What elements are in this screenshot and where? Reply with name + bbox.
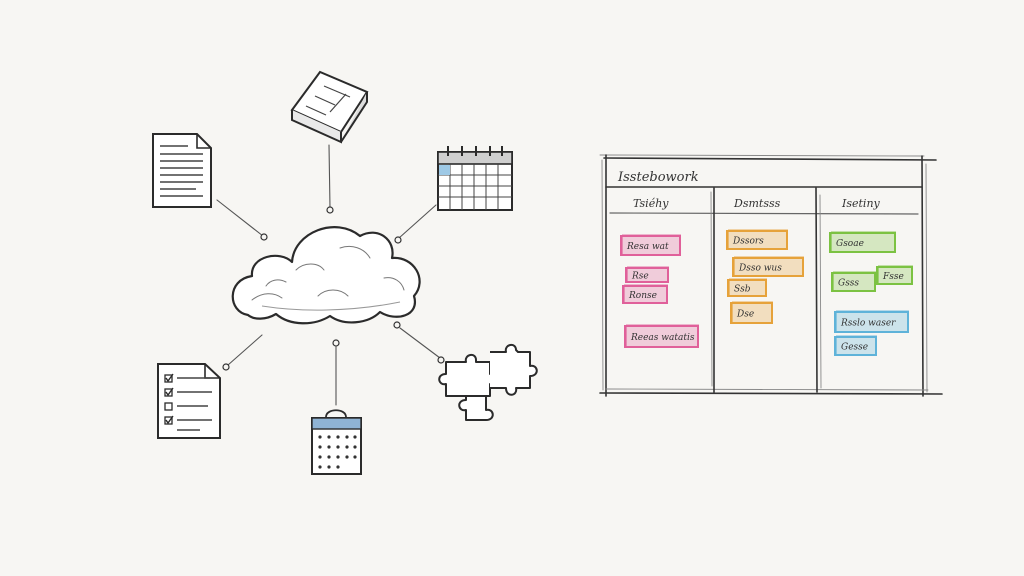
card-sketch-stroke — [627, 266, 669, 283]
connector-document — [216, 199, 268, 241]
kanban-card[interactable]: Rse — [625, 266, 669, 283]
kanban-card[interactable]: Gsss — [831, 271, 876, 292]
kanban-card[interactable]: Dse — [730, 301, 773, 324]
card-label: Gesse — [841, 343, 868, 353]
card-label: Resa wat — [626, 242, 669, 252]
card-sketch-stroke — [734, 256, 804, 277]
calendar-icon — [437, 146, 513, 211]
card-label: Rsslo waser — [840, 319, 896, 329]
card-sketch-stroke — [624, 284, 668, 304]
checklist-icon — [157, 363, 221, 439]
connector-calendar — [394, 204, 437, 244]
card-sketch-stroke — [732, 301, 773, 324]
card-label: Ssb — [734, 285, 751, 295]
hard-drive-icon — [290, 70, 369, 144]
connector-checklist — [222, 334, 263, 371]
connector-calendar-small — [332, 339, 340, 406]
card-label: Dse — [736, 310, 754, 320]
card-label: Gsoae — [836, 239, 864, 249]
kanban-card[interactable]: Ronse — [622, 284, 668, 304]
card-sketch-stroke — [836, 310, 909, 333]
kanban-card[interactable]: Dsso wus — [732, 256, 804, 277]
kanban-board: Isstebowork Tsiéhy Dsmtsss Isetiny Resa … — [599, 154, 943, 397]
card-label: Dssors — [732, 237, 764, 247]
column-header-1: Tsiéhy — [633, 197, 669, 210]
puzzle-icon — [438, 344, 538, 421]
kanban-card[interactable]: Gesse — [834, 335, 877, 356]
kanban-card[interactable]: Gsoae — [829, 231, 896, 253]
kanban-card[interactable]: Fsse — [876, 265, 913, 285]
card-sketch-stroke — [833, 271, 876, 292]
card-label: Rse — [631, 272, 649, 282]
card-sketch-stroke — [728, 229, 788, 250]
board-title: Isstebowork — [617, 170, 699, 185]
hub-cloud-icon — [231, 226, 421, 325]
card-label: Reeas watatis — [630, 333, 695, 343]
card-label: Fsse — [882, 272, 904, 282]
document-icon — [152, 133, 212, 208]
column-header-3: Isetiny — [841, 197, 881, 210]
kanban-card[interactable]: Resa wat — [620, 234, 681, 256]
connectors — [216, 144, 445, 406]
card-sketch-stroke — [729, 278, 767, 297]
card-label: Ronse — [628, 291, 657, 301]
column-header-2: Dsmtsss — [733, 197, 781, 210]
card-sketch-stroke — [626, 324, 699, 348]
card-sketch-stroke — [878, 265, 913, 285]
kanban-card[interactable]: Ssb — [727, 278, 767, 297]
card-label: Dsso wus — [738, 264, 782, 274]
card-label: Gsss — [838, 279, 859, 289]
card-sketch-stroke — [836, 335, 877, 356]
kanban-card[interactable]: Reeas watatis — [624, 324, 699, 348]
card-sketch-stroke — [622, 234, 681, 256]
kanban-card[interactable]: Rsslo waser — [834, 310, 909, 333]
connector-hard-drive — [326, 144, 334, 214]
calendar-small-icon — [311, 409, 362, 475]
connector-puzzle — [393, 321, 445, 364]
kanban-card[interactable]: Dssors — [726, 229, 788, 250]
card-sketch-stroke — [831, 231, 896, 253]
